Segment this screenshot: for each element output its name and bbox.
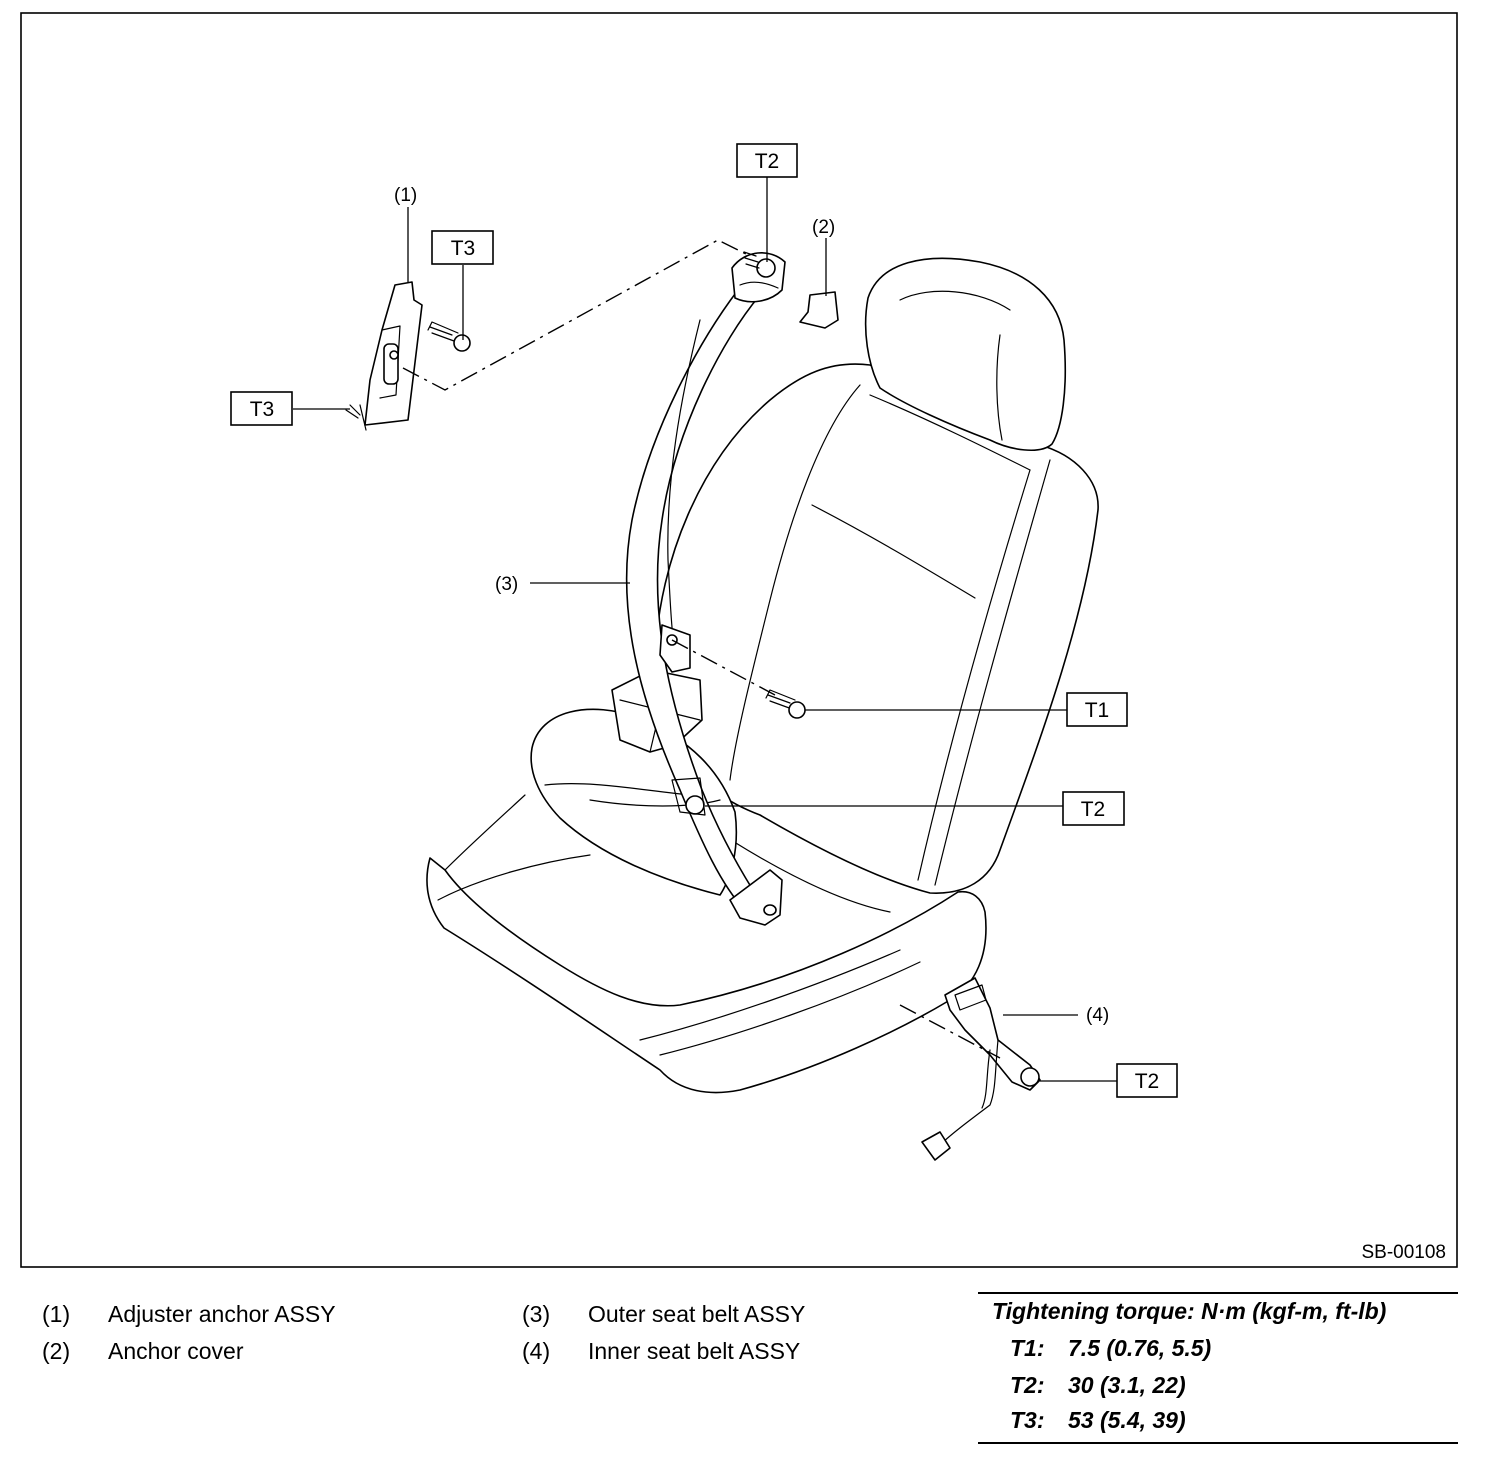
adjuster-upper-bolt	[427, 321, 459, 342]
torque-row: T2: 30 (3.1, 22)	[1010, 1372, 1186, 1399]
mid-anchor-bolt	[685, 795, 705, 815]
legend-text: Adjuster anchor ASSY	[108, 1301, 336, 1327]
torque-row: T1: 7.5 (0.76, 5.5)	[1010, 1335, 1211, 1362]
adjuster-anchor	[345, 281, 471, 431]
legend-num: (4)	[522, 1338, 551, 1364]
legend-item: (1) Adjuster anchor ASSY	[42, 1296, 336, 1333]
legend-num: (1)	[42, 1301, 71, 1327]
tag-t2-mid: T2	[1062, 791, 1125, 826]
torque-key: T1:	[1010, 1335, 1045, 1361]
legend-text: Outer seat belt ASSY	[588, 1301, 806, 1327]
t1-bolt	[765, 689, 806, 719]
svg-text:T1: T1	[1085, 699, 1110, 722]
legend-middle: (3) Outer seat belt ASSY (4) Inner seat …	[522, 1296, 805, 1370]
tag-t3-lower: T3	[230, 391, 293, 426]
seat-back	[654, 363, 1099, 894]
callout-2: (2)	[812, 217, 835, 238]
svg-text:T2: T2	[1081, 798, 1106, 821]
figure-id: SB-00108	[1361, 1242, 1446, 1263]
torque-heading: Tightening torque: N·m (kgf-m, ft-lb)	[992, 1298, 1387, 1324]
headrest	[864, 257, 1067, 451]
torque-table: Tightening torque: N·m (kgf-m, ft-lb) T1…	[978, 1292, 1458, 1444]
inner-seat-belt	[921, 977, 1041, 1161]
tag-t1: T1	[1066, 692, 1128, 727]
torque-value: 53 (5.4, 39)	[1068, 1407, 1186, 1433]
legend-num: (3)	[522, 1301, 551, 1327]
buckle-connector	[921, 1131, 951, 1161]
seat-illustration	[426, 257, 1099, 1094]
svg-text:T2: T2	[1135, 1070, 1160, 1093]
tag-t2-top: T2	[736, 143, 798, 178]
torque-value: 7.5 (0.76, 5.5)	[1068, 1335, 1212, 1361]
tag-t2-bottom: T2	[1116, 1063, 1178, 1098]
svg-text:T3: T3	[451, 237, 476, 260]
tag-t3-upper: T3	[431, 230, 494, 265]
leader-lines	[293, 177, 1117, 1082]
adjuster-lower-bolt	[345, 404, 361, 419]
svg-text:T3: T3	[250, 398, 275, 421]
shoulder-anchor	[731, 252, 786, 303]
callout-1: (1)	[394, 185, 417, 206]
torque-key: T3:	[1010, 1407, 1045, 1433]
legend-text: Inner seat belt ASSY	[588, 1338, 801, 1364]
callout-3: (3)	[495, 574, 518, 595]
outer-seat-belt	[625, 251, 786, 926]
legend-item: (3) Outer seat belt ASSY	[522, 1296, 805, 1333]
alignment-lines	[402, 239, 1001, 1059]
torque-value: 30 (3.1, 22)	[1068, 1372, 1186, 1398]
legend-item: (4) Inner seat belt ASSY	[522, 1333, 805, 1370]
anchor-cover	[799, 291, 839, 329]
legend-item: (2) Anchor cover	[42, 1333, 336, 1370]
torque-key: T2:	[1010, 1372, 1045, 1398]
svg-text:T2: T2	[755, 150, 780, 173]
torque-row: T3: 53 (5.4, 39)	[1010, 1407, 1186, 1434]
legend-num: (2)	[42, 1338, 71, 1364]
callout-4: (4)	[1086, 1005, 1109, 1026]
legend-left: (1) Adjuster anchor ASSY (2) Anchor cove…	[42, 1296, 336, 1370]
diagram-frame	[20, 12, 1458, 1268]
seat-cushion	[426, 857, 987, 1094]
legend-text: Anchor cover	[108, 1338, 244, 1364]
